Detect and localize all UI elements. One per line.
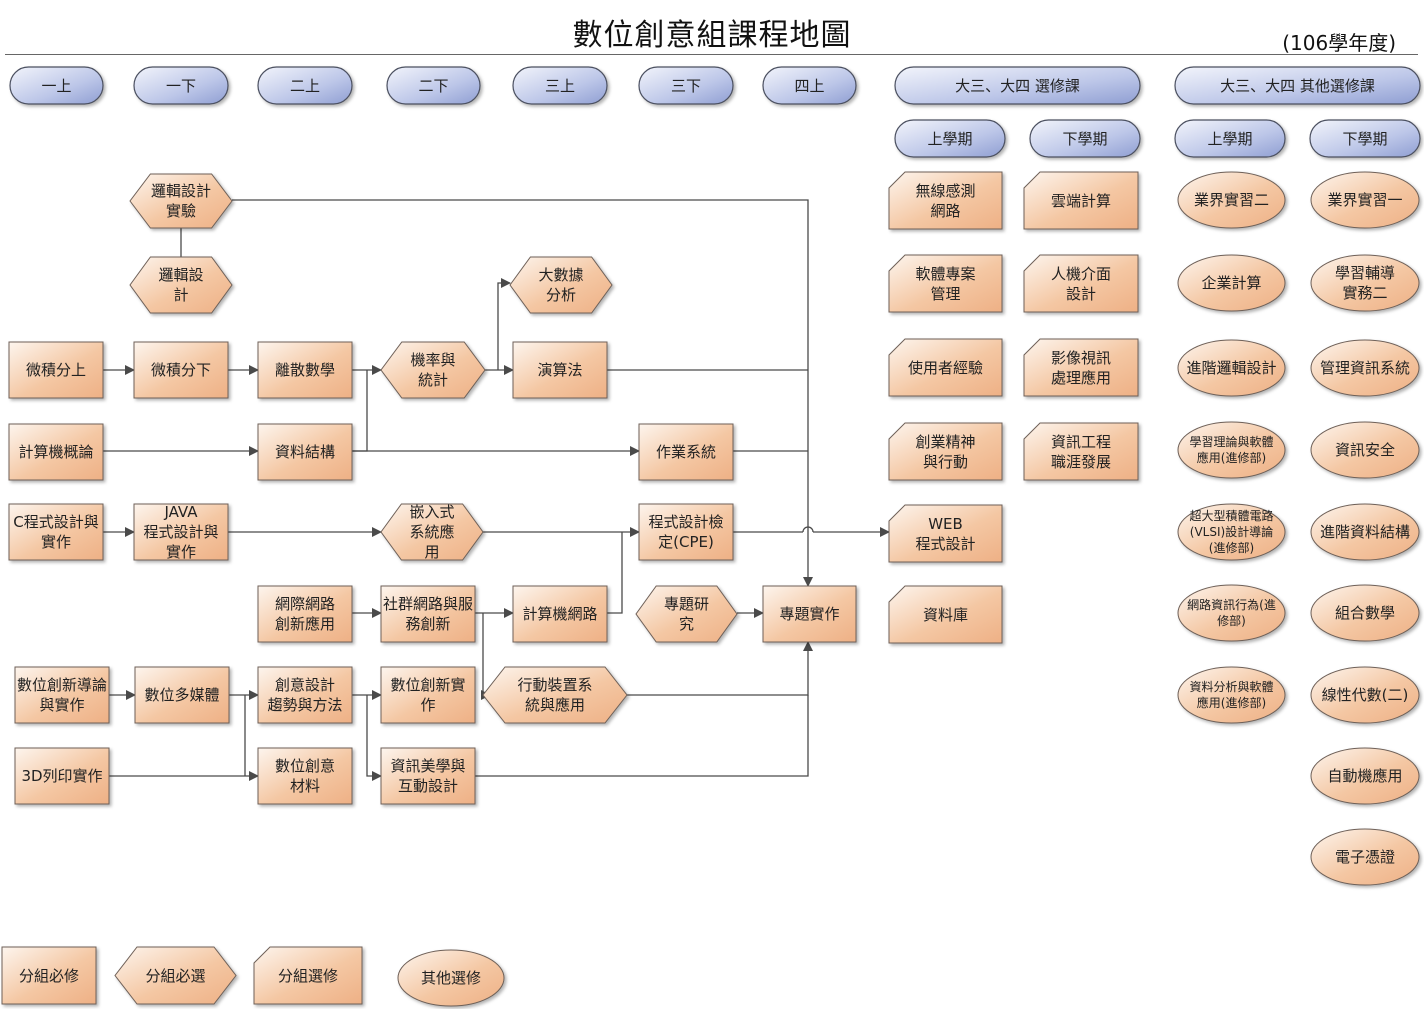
other-spring-6-shape <box>1310 666 1420 724</box>
course-c-prog-shape <box>8 503 104 561</box>
header-e-s2-shape <box>1029 119 1141 158</box>
course-bigdata-shape <box>509 256 613 314</box>
course-logic-shape <box>129 256 233 314</box>
legend-required-elective-shape <box>114 946 237 1005</box>
course-cpe-shape <box>638 503 734 561</box>
connector-line <box>366 695 382 781</box>
other-fall-4-shape <box>1177 503 1286 561</box>
course-logic-lab-shape <box>129 173 233 229</box>
course-calc1-shape <box>8 341 104 399</box>
other-spring-0-shape <box>1310 171 1420 229</box>
course-dig-intro-shape <box>14 666 110 724</box>
header-elective-shape <box>894 66 1141 105</box>
course-print3d-shape <box>14 747 110 805</box>
connector-line <box>232 199 813 587</box>
header-y2b-shape <box>386 66 481 105</box>
other-spring-5-shape <box>1310 584 1420 642</box>
legend-required-shape <box>1 946 97 1005</box>
other-spring-1-shape <box>1310 254 1420 312</box>
other-spring-4-shape <box>1310 503 1420 561</box>
course-calc2-shape <box>133 341 229 399</box>
elective-fall-3-shape <box>888 422 1003 481</box>
other-spring-2-shape <box>1310 339 1420 397</box>
connector-line <box>497 278 511 370</box>
header-y1a-shape <box>9 66 104 105</box>
elective-fall-0-shape <box>888 171 1003 230</box>
other-spring-8-shape <box>1310 828 1420 886</box>
page-title: 數位創意組課程地圖 <box>572 18 852 53</box>
elective-spring-3-shape <box>1023 422 1139 481</box>
course-os-shape <box>638 423 734 481</box>
connector-line <box>475 695 809 777</box>
elective-fall-1-shape <box>888 254 1003 313</box>
header-y3a-shape <box>512 66 608 105</box>
course-ds-shape <box>257 423 353 481</box>
elective-fall-5-shape <box>888 585 1003 644</box>
course-algo-shape <box>512 341 608 399</box>
title-divider <box>5 54 1418 55</box>
connector-line <box>607 532 623 614</box>
header-o-s2-shape <box>1309 119 1421 158</box>
elective-fall-4-shape <box>888 504 1003 563</box>
header-e-s1-shape <box>894 119 1006 158</box>
course-social-shape <box>380 585 476 643</box>
other-fall-0-shape <box>1177 171 1286 229</box>
course-multimedia-shape <box>134 666 230 724</box>
elective-fall-2-shape <box>888 338 1003 397</box>
course-discrete-shape <box>257 341 353 399</box>
header-y1b-shape <box>133 66 229 105</box>
course-network-shape <box>512 585 608 643</box>
course-prob-shape <box>380 341 486 399</box>
course-java-shape <box>133 503 229 561</box>
course-embedded-shape <box>380 503 484 561</box>
header-y2a-shape <box>257 66 353 105</box>
header-y3b-shape <box>638 66 734 105</box>
course-research-shape <box>635 585 738 643</box>
course-mobile-shape <box>482 666 628 724</box>
elective-spring-2-shape <box>1023 338 1139 397</box>
header-y4a-shape <box>762 66 857 105</box>
other-fall-1-shape <box>1177 254 1286 312</box>
legend-other-shape <box>397 949 505 1007</box>
course-internet-shape <box>257 585 353 643</box>
other-fall-3-shape <box>1177 421 1286 479</box>
course-capstone-shape <box>762 585 857 643</box>
other-fall-6-shape <box>1177 666 1286 724</box>
connector-hop <box>802 526 814 533</box>
course-creative-shape <box>257 666 353 724</box>
other-fall-2-shape <box>1177 339 1286 397</box>
other-spring-7-shape <box>1310 747 1420 805</box>
course-dig-innov-shape <box>380 666 476 724</box>
other-fall-5-shape <box>1177 584 1286 642</box>
course-materials-shape <box>257 747 353 805</box>
elective-spring-1-shape <box>1023 254 1139 313</box>
other-spring-3-shape <box>1310 421 1420 479</box>
course-intro-cs-shape <box>8 423 104 481</box>
header-other-shape <box>1174 66 1421 105</box>
header-o-s1-shape <box>1174 119 1286 158</box>
legend-elective-shape <box>253 946 363 1005</box>
elective-spring-0-shape <box>1023 171 1139 230</box>
academic-year: (106學年度) <box>1282 31 1396 55</box>
course-aesthetics-shape <box>380 747 476 805</box>
